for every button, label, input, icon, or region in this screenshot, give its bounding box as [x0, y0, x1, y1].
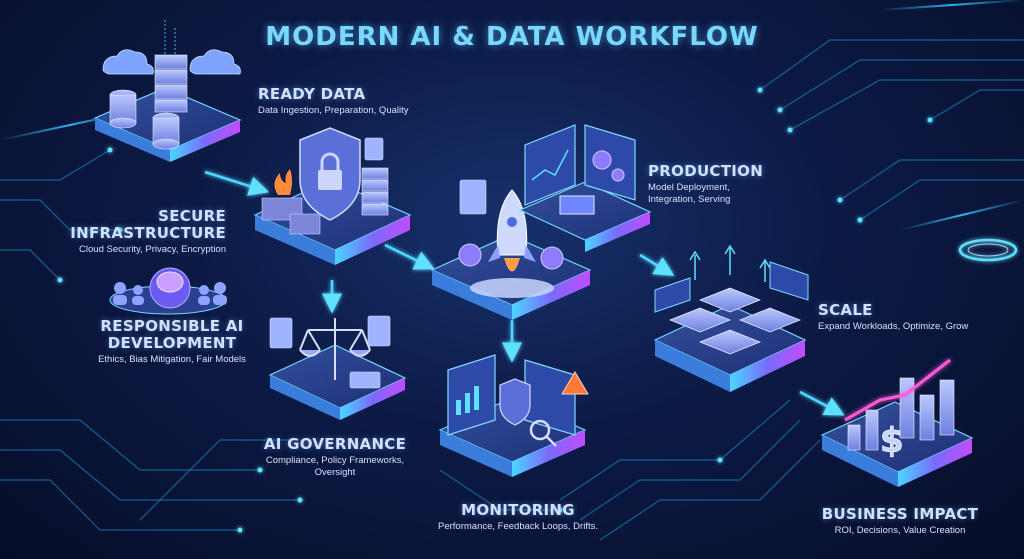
stage-name-line1: RESPONSIBLE AI — [100, 317, 244, 335]
stage-name-line1: SECURE — [158, 207, 226, 225]
platform-monitoring — [438, 354, 589, 477]
stage-name: READY DATA — [258, 85, 366, 103]
stage-name: BUSINESS IMPACT — [821, 505, 979, 523]
flow-arrows — [204, 170, 845, 416]
database-icon — [109, 89, 180, 150]
circuit-traces — [0, 39, 1024, 541]
platform-ready-data — [93, 20, 242, 162]
stage-description-line1: Model Deployment, — [648, 182, 730, 193]
trend-arrow-icon — [689, 244, 771, 282]
platform-production — [518, 124, 652, 252]
label-production: PRODUCTION Model Deployment, Integration… — [648, 163, 763, 206]
arrow-production-to-scale — [639, 253, 675, 276]
platform-launch — [430, 179, 592, 320]
platform-secure-infrastructure — [253, 127, 412, 265]
grid-cube-icon — [669, 287, 801, 355]
stage-description-line2: Integration, Serving — [648, 194, 731, 205]
warning-icon — [561, 371, 589, 395]
stage-name-line2: INFRASTRUCTURE — [70, 224, 226, 242]
stage-name: SCALE — [818, 301, 873, 319]
stage-description-line2: Oversight — [314, 467, 356, 478]
arrow-scale-to-impact — [799, 390, 845, 416]
dashboard-icon — [524, 124, 636, 206]
stage-description: Cloud Security, Privacy, Encryption — [79, 244, 226, 255]
platform-ai-governance — [268, 315, 407, 420]
document-icon — [269, 315, 391, 389]
stage-description: Data Ingestion, Preparation, Quality — [258, 105, 409, 116]
arrow-secure-to-rocket — [384, 243, 435, 270]
gear-icon — [592, 150, 625, 182]
document-icon — [364, 137, 384, 161]
platform-business-impact: $ — [820, 358, 974, 487]
cloud-icon — [102, 49, 241, 75]
stage-description: ROI, Decisions, Value Creation — [834, 525, 966, 536]
stage-name: AI GOVERNANCE — [263, 435, 407, 453]
stage-description: Expand Workloads, Optimize, Grow — [818, 321, 969, 332]
label-business-impact: BUSINESS IMPACT ROI, Decisions, Value Cr… — [820, 506, 980, 537]
gear-icon — [458, 243, 564, 270]
brain-icon — [156, 271, 184, 293]
dollar-icon: $ — [880, 421, 904, 461]
people-icon — [113, 282, 227, 305]
stage-name: PRODUCTION — [648, 162, 764, 180]
chart-panel-icon — [654, 261, 809, 313]
label-responsible-ai: RESPONSIBLE AI DEVELOPMENT Ethics, Bias … — [92, 318, 252, 366]
stage-description: Ethics, Bias Mitigation, Fair Models — [98, 354, 246, 365]
flame-icon — [274, 169, 292, 195]
rocket-icon — [488, 189, 536, 272]
shield-lock-icon — [299, 127, 361, 221]
document-icon — [459, 179, 487, 215]
label-scale: SCALE Expand Workloads, Optimize, Grow — [818, 302, 968, 333]
trend-arrow-icon — [844, 358, 951, 422]
platform-scale — [653, 244, 809, 392]
arrow-ready-to-secure — [204, 170, 270, 196]
firewall-icon — [261, 197, 321, 235]
label-monitoring: MONITORING Performance, Feedback Loops, … — [418, 502, 618, 533]
server-icon — [361, 167, 389, 216]
diagram-title: MODERN AI & DATA WORKFLOW — [265, 22, 759, 52]
label-secure-infrastructure: SECURE INFRASTRUCTURE Cloud Security, Pr… — [40, 208, 226, 256]
server-icon — [154, 54, 188, 113]
stage-description: Performance, Feedback Loops, Drifts. — [438, 521, 598, 532]
chip-icon — [559, 195, 595, 215]
scales-icon — [299, 318, 371, 380]
stage-name: MONITORING — [461, 501, 575, 519]
bar-chart-icon — [456, 386, 479, 415]
stage-name-line2: DEVELOPMENT — [107, 334, 237, 352]
stage-description-line1: Compliance, Policy Frameworks, — [265, 455, 405, 466]
bar-chart-icon — [847, 377, 955, 451]
shield-check-icon — [499, 378, 531, 426]
portal-ring — [958, 238, 1018, 262]
magnifier-icon — [529, 419, 557, 447]
label-ai-governance: AI GOVERNANCE Compliance, Policy Framewo… — [250, 436, 420, 479]
responsible-ai-cluster — [109, 267, 227, 315]
circuit-nodes — [57, 87, 933, 533]
label-ready-data: READY DATA Data Ingestion, Preparation, … — [258, 86, 409, 117]
